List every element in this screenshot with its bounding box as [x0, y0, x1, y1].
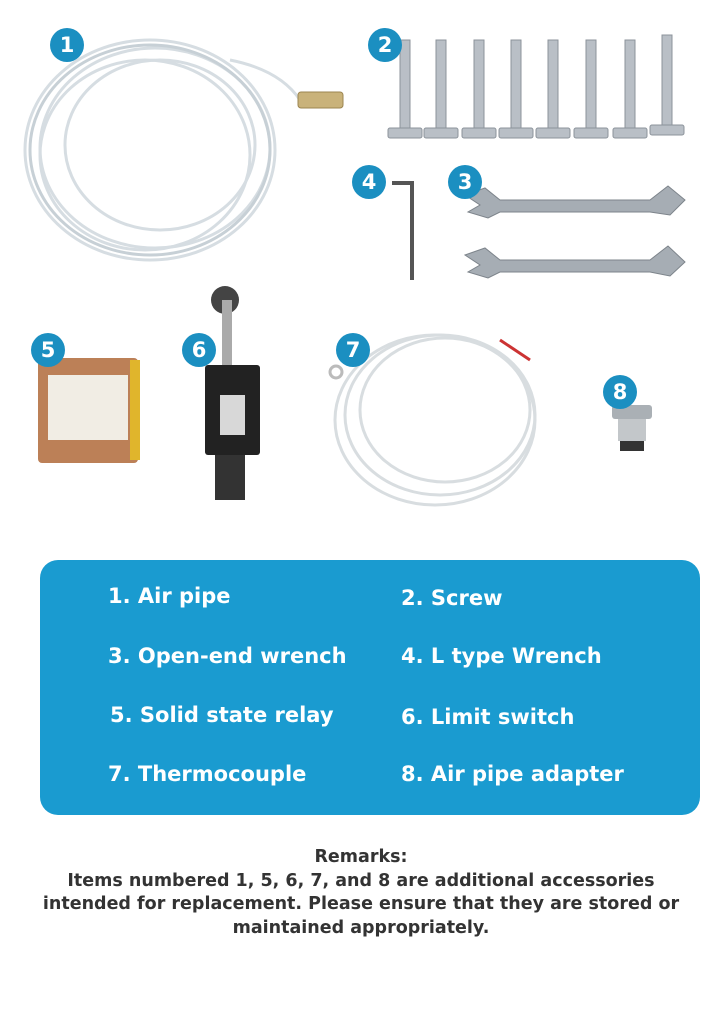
item-label-air-pipe-adapter: 8. Air pipe adapter — [401, 762, 624, 786]
item-list-panel: 1. Air pipe 2. Screw 3. Open-end wrench … — [40, 560, 700, 815]
relay-image — [38, 358, 140, 463]
item-label-thermocouple: 7. Thermocouple — [108, 762, 307, 786]
item-number-badge-1: 1 — [50, 28, 84, 62]
air-pipe-image — [23, 38, 344, 262]
item-label-limit-switch: 6. Limit switch — [401, 705, 575, 729]
item-number-badge-7: 7 — [336, 333, 370, 367]
product-illustrations — [23, 34, 686, 507]
item-label-open-end-wrench: 3. Open-end wrench — [108, 644, 347, 668]
item-label-air-pipe: 1. Air pipe — [108, 584, 231, 608]
open-end-wrenches-image — [463, 185, 686, 279]
remarks-title: Remarks: — [314, 847, 408, 867]
item-number-badge-8: 8 — [603, 375, 637, 409]
item-number-badge-5: 5 — [31, 333, 65, 367]
item-number-badge-3: 3 — [448, 165, 482, 199]
remarks-section: Remarks: Items numbered 1, 5, 6, 7, and … — [0, 846, 722, 940]
item-label-solid-state-relay: 5. Solid state relay — [110, 703, 334, 727]
item-label-l-type-wrench: 4. L type Wrench — [401, 644, 602, 668]
air-pipe-adapter-image — [612, 405, 652, 451]
limit-switch-image — [205, 286, 260, 500]
thermocouple-image — [328, 333, 537, 507]
item-number-badge-4: 4 — [352, 165, 386, 199]
item-number-badge-2: 2 — [368, 28, 402, 62]
remarks-body: Items numbered 1, 5, 6, 7, and 8 are add… — [42, 870, 680, 938]
l-wrench-image — [392, 181, 414, 280]
screws-image — [387, 34, 685, 139]
item-number-badge-6: 6 — [182, 333, 216, 367]
item-label-screw: 2. Screw — [401, 586, 503, 610]
